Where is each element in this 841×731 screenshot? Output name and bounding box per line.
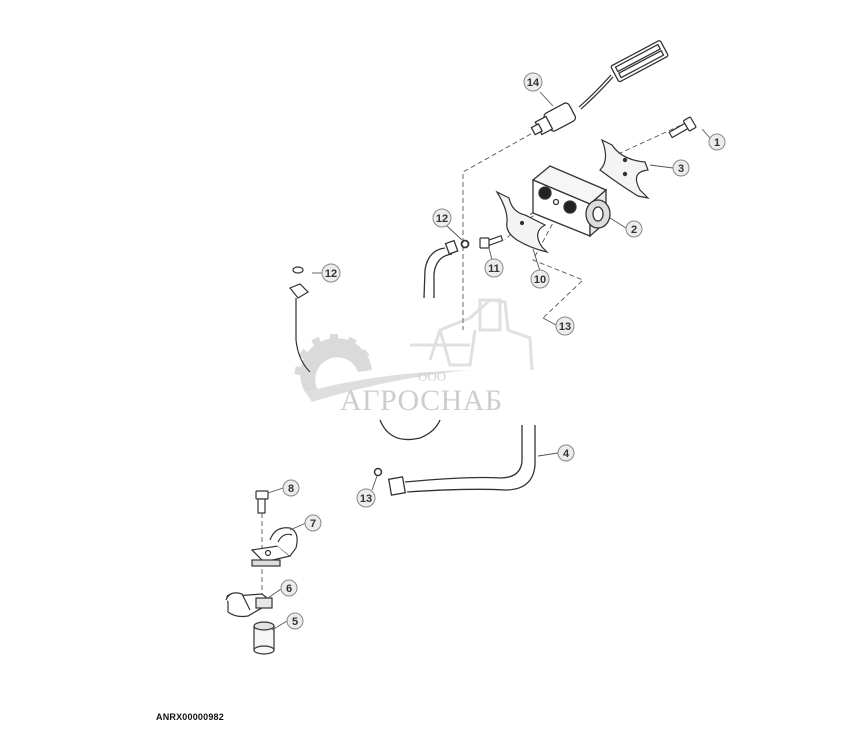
hose-fitting-part: [289, 266, 311, 373]
callout-3: 3: [672, 159, 690, 177]
callout-13: 13: [555, 316, 575, 336]
svg-text:11: 11: [488, 263, 500, 275]
pressure-switch-part: [530, 40, 669, 136]
bolt-part: [255, 490, 269, 514]
callouts: 1 3 2 14 12 11 10 13 12 4 13 8 7 6 5: [280, 72, 726, 630]
svg-text:2: 2: [631, 224, 637, 236]
svg-text:13: 13: [360, 493, 372, 505]
callout-12: 12: [432, 208, 452, 228]
svg-text:5: 5: [292, 616, 298, 628]
swoosh-icon: [305, 370, 470, 402]
callout-14: 14: [523, 72, 543, 92]
callout-2: 2: [625, 220, 643, 238]
o-ring-part: [460, 239, 470, 249]
svg-text:4: 4: [563, 448, 570, 460]
svg-text:7: 7: [310, 518, 316, 530]
harvester-icon: [410, 298, 534, 371]
callout-10: 10: [530, 269, 550, 289]
callout-8: 8: [282, 479, 300, 497]
svg-text:12: 12: [325, 268, 337, 280]
svg-text:10: 10: [534, 274, 546, 286]
bracket-plate-part: [599, 138, 650, 199]
bolt-part: [668, 116, 697, 139]
svg-text:8: 8: [288, 483, 294, 495]
svg-text:3: 3: [678, 163, 684, 175]
svg-text:1: 1: [714, 137, 720, 149]
bolt-part: [479, 234, 504, 249]
svg-text:6: 6: [286, 583, 292, 595]
callout-5: 5: [286, 612, 304, 630]
svg-text:14: 14: [527, 77, 540, 89]
callout-13-lower: 13: [356, 488, 376, 508]
callout-1: 1: [708, 133, 726, 151]
upper-pipe-part: [423, 239, 459, 299]
watermark-name: АГРОСНАБ: [340, 384, 503, 417]
callout-12-left: 12: [321, 263, 341, 283]
callout-7: 7: [304, 514, 322, 532]
callout-4: 4: [557, 444, 575, 462]
clamp-part: [225, 592, 274, 618]
leader-lines: [267, 91, 711, 631]
lower-pipe-part: [373, 419, 536, 496]
watermark: ООО АГРОСНАБ: [294, 298, 534, 417]
bracket-plate-part: [495, 190, 549, 254]
callout-6: 6: [280, 579, 298, 597]
sleeve-part: [253, 621, 275, 655]
svg-text:13: 13: [559, 321, 571, 333]
svg-text:12: 12: [436, 213, 448, 225]
watermark-prefix: ООО: [418, 369, 446, 384]
clamp-part: [250, 527, 298, 567]
expansion-valve-part: [531, 165, 611, 238]
callout-11: 11: [484, 258, 504, 278]
gear-icon: [294, 334, 372, 392]
figure-id-caption: ANRX00000982: [156, 712, 224, 722]
